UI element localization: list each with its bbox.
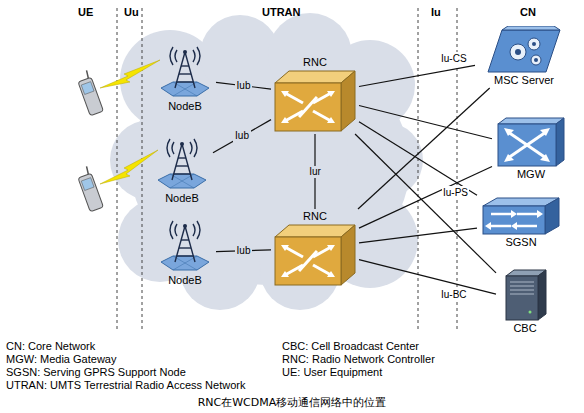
node-label: NodeB [152,192,212,205]
edge-label: Iub [233,130,251,142]
interface-link [355,134,496,273]
abbreviation-note: CBC: Cell Broadcast Center [282,340,419,353]
mgw-icon [496,116,566,168]
node-label: SGSN [478,236,564,249]
section-header: Uu [124,6,139,19]
rnc-node: RNC [272,56,358,133]
section-header: Iu [431,6,441,19]
interface-link [359,65,475,86]
interface-label: Iu-CS [440,52,468,65]
interface-label: Iu-BC [440,288,468,301]
abbreviation-note: RNC: Radio Network Controller [282,353,435,366]
abbreviation-note: CN: Core Network [6,340,95,353]
abbreviation-note: MGW: Media Gateway [6,353,116,366]
node-label: CBC [497,322,553,335]
core-network-node: MGW [493,116,569,181]
icon-wrap [497,268,553,322]
rnc-box [273,69,357,133]
icon-wrap [155,44,215,100]
node-label: MSC Server [476,74,572,87]
section-header: UTRAN [262,6,301,19]
cbc-server-icon [500,268,550,322]
utran-cloud [110,13,423,310]
node-label: MGW [493,168,569,181]
rnc-box [273,223,357,287]
icon-wrap [155,218,215,274]
icon-wrap [493,116,569,168]
interface-label: Iu-PS [442,186,469,199]
edge-label: Iub [235,245,253,257]
section-header: UE [78,6,93,19]
nodeb: NodeB [155,44,215,113]
section-header: CN [520,6,536,19]
phone-icon [75,70,103,212]
nodeb-tower [157,44,213,100]
abbreviation-note: SGSN: Serving GPRS Support Node [6,366,186,379]
interface-link [213,120,271,153]
boundary-lines [117,8,457,330]
node-label: RNC [272,210,358,223]
icon-wrap [476,26,572,74]
interface-link [359,260,496,295]
nodeb-tower [154,136,210,192]
icon-wrap [272,223,358,287]
core-network-node: CBC [497,268,553,335]
interface-link [358,88,490,209]
radio-link [100,60,160,184]
nodeb: NodeB [155,218,215,287]
core-network-node: MSC Server [476,26,572,87]
core-network-node: SGSN [478,196,564,249]
nodeb: NodeB [152,136,212,205]
abbreviation-note: UE: User Equipment [282,366,382,379]
msc-server-icon [484,26,564,74]
icon-wrap [152,136,212,192]
sgsn-icon [481,196,561,236]
abbreviation-note: UTRAN: UMTS Terrestrial Radio Access Net… [6,379,245,392]
node-label: NodeB [155,274,215,287]
nodeb-tower [157,218,213,274]
edge-label: Iur [307,166,323,178]
icon-wrap [272,69,358,133]
node-label: RNC [272,56,358,69]
node-label: NodeB [155,100,215,113]
edge-label: Iub [235,80,253,92]
icon-wrap [478,196,564,236]
interface-link [359,122,477,195]
interface-link [359,167,492,229]
caption: RNC在WCDMA移动通信网络中的位置 [0,396,584,410]
rnc-node: RNC [272,210,358,287]
interface-link [359,228,477,243]
